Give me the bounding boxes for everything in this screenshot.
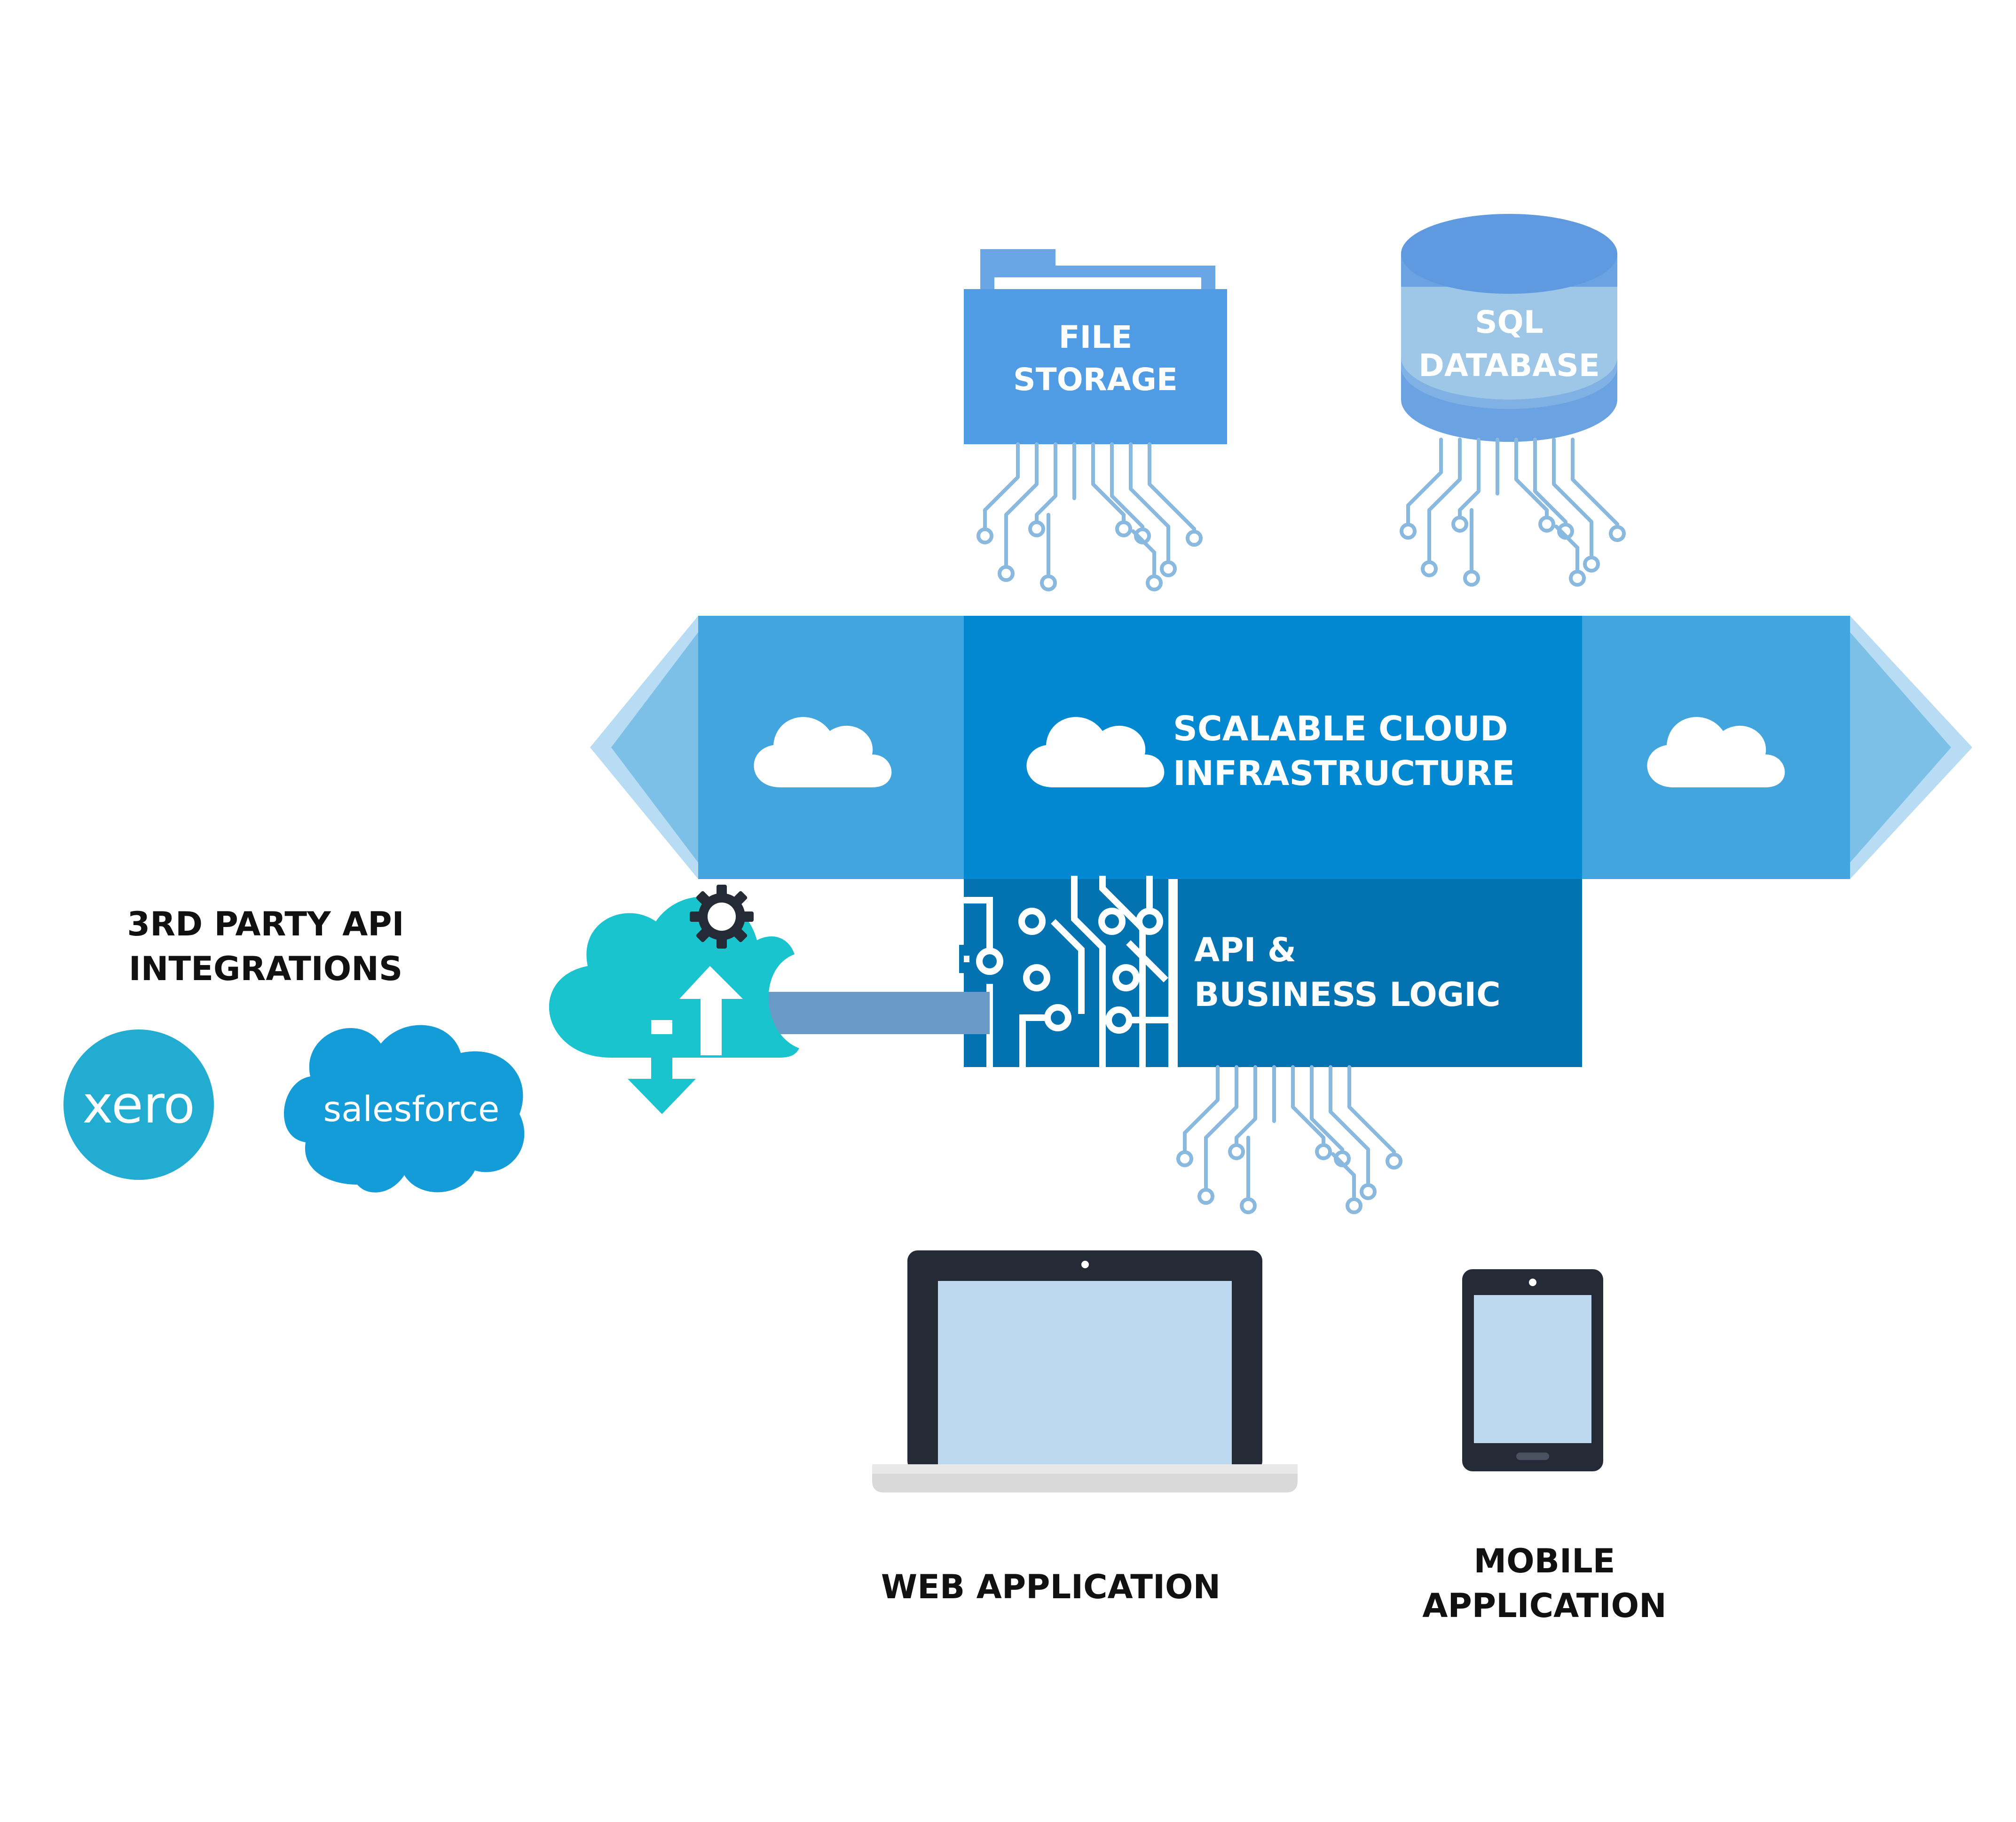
mobile-application-label-line2: APPLICATION xyxy=(1422,1586,1666,1625)
api-business-logic-node: API & BUSINESS LOGIC xyxy=(959,876,1582,1212)
sql-database-label-line2: DATABASE xyxy=(1418,347,1600,384)
cloud-infra-label-line2: INFRASTRUCTURE xyxy=(1173,754,1515,793)
mobile-application-node: MOBILE APPLICATION xyxy=(1422,1269,1667,1625)
api-logic-label-line1: API & xyxy=(1194,931,1296,969)
circuit-icon xyxy=(978,444,1201,589)
folder-icon xyxy=(964,249,1227,444)
circuit-icon xyxy=(1178,1067,1401,1212)
database-icon xyxy=(1401,214,1617,442)
tablet-icon xyxy=(1462,1269,1603,1471)
third-party-label-line2: INTEGRATIONS xyxy=(129,950,403,988)
circuit-icon xyxy=(1402,440,1624,585)
salesforce-logo-text: salesforce xyxy=(323,1089,500,1130)
cloud-infra-label-line1: SCALABLE CLOUD xyxy=(1173,709,1508,748)
third-party-integrations: 3RD PARTY API INTEGRATIONS xero salesfor… xyxy=(63,905,525,1193)
gear-icon xyxy=(690,885,754,949)
file-storage-node: FILE STORAGE xyxy=(964,249,1227,589)
xero-logo-text: xero xyxy=(82,1075,195,1135)
mobile-application-label-line1: MOBILE xyxy=(1474,1542,1615,1580)
web-application-node: WEB APPLICATION xyxy=(872,1250,1298,1606)
api-logic-label-line2: BUSINESS LOGIC xyxy=(1194,975,1501,1014)
cloud-infrastructure-band: SCALABLE CLOUD INFRASTRUCTURE xyxy=(590,616,1972,879)
file-storage-label-line1: FILE xyxy=(1059,319,1133,355)
sql-database-label-line1: SQL xyxy=(1475,304,1544,340)
salesforce-logo: salesforce xyxy=(284,1025,525,1193)
web-application-label: WEB APPLICATION xyxy=(881,1568,1221,1606)
file-storage-label-line2: STORAGE xyxy=(1013,361,1178,398)
xero-logo: xero xyxy=(63,1029,214,1180)
sql-database-node: SQL DATABASE xyxy=(1401,214,1624,585)
laptop-icon xyxy=(872,1250,1298,1492)
third-party-label-line1: 3RD PARTY API xyxy=(127,905,404,943)
cloud-sync-icon xyxy=(549,896,799,1114)
